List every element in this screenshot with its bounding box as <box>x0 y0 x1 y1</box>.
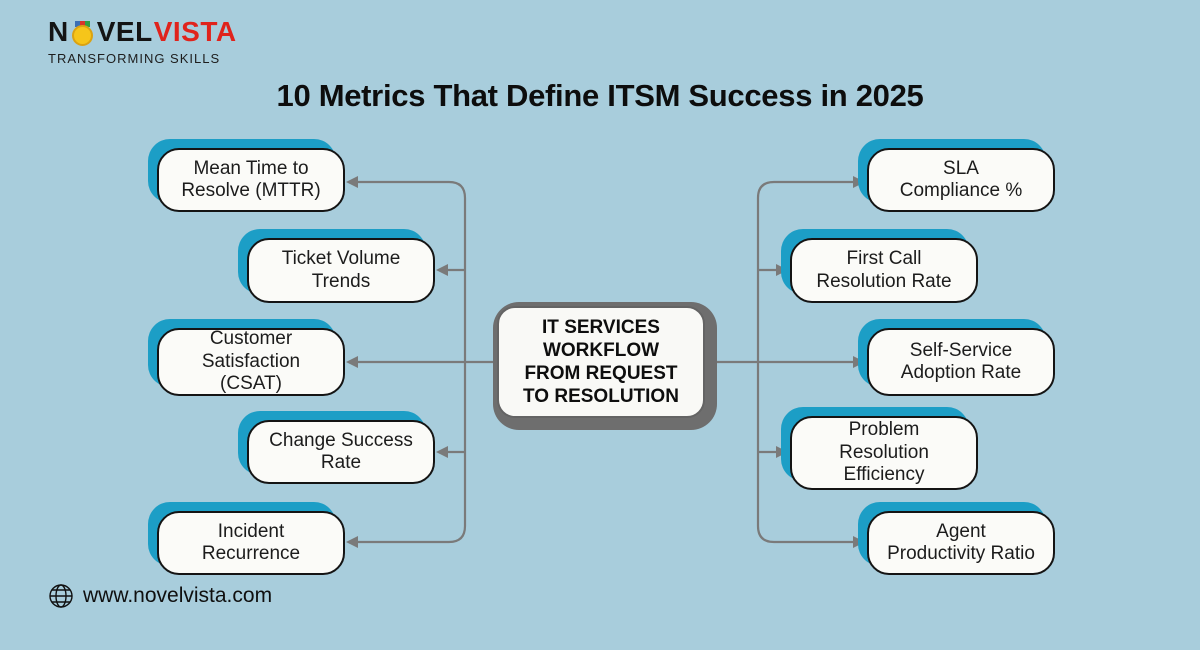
website-url: www.novelvista.com <box>83 584 273 607</box>
footer: www.novelvista.com <box>48 583 272 609</box>
node-sla-compliance: SLA Compliance % <box>867 148 1055 212</box>
brand-text-vel: VEL <box>96 16 153 47</box>
node-customer-satisfaction: Customer Satisfaction (CSAT) <box>157 328 345 396</box>
node-problem-resolution-efficiency: Problem Resolution Efficiency <box>790 416 978 490</box>
node-mean-time-to-resolve: Mean Time to Resolve (MTTR) <box>157 148 345 212</box>
node-self-service-adoption-rate: Self-Service Adoption Rate <box>867 328 1055 396</box>
node-change-success-rate: Change Success Rate <box>247 420 435 484</box>
medal-icon <box>71 21 95 46</box>
brand-tagline: TRANSFORMING SKILLS <box>48 51 221 66</box>
page-title: 10 Metrics That Define ITSM Success in 2… <box>276 78 924 113</box>
center-node-it-services-workflow: IT SERVICES WORKFLOW FROM REQUEST TO RES… <box>497 306 705 418</box>
node-first-call-resolution-rate: First Call Resolution Rate <box>790 238 978 303</box>
brand-wordmark: N VEL VISTA <box>48 18 237 46</box>
globe-icon <box>49 584 73 608</box>
brand-text-n: N <box>48 16 69 47</box>
node-incident-recurrence: Incident Recurrence <box>157 511 345 575</box>
node-ticket-volume-trends: Ticket Volume Trends <box>247 238 435 303</box>
node-agent-productivity-ratio: Agent Productivity Ratio <box>867 511 1055 575</box>
brand-text-vista: VISTA <box>153 16 237 47</box>
brand-logo: N VEL VISTA TRANSFORMING SKILLS <box>48 18 237 67</box>
